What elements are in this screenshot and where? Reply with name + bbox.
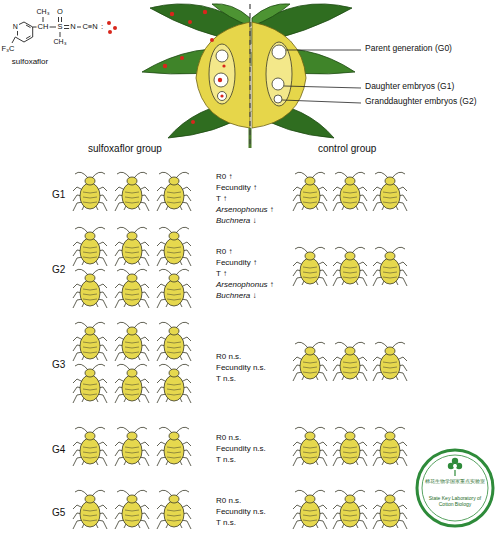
generation-label: G4	[52, 444, 65, 456]
aphid-icon	[333, 427, 367, 466]
result-text: Fecundity ↑	[216, 183, 257, 192]
result-text: R0 n.s.	[216, 496, 241, 505]
aphid-icon	[373, 490, 407, 529]
result-text: T n.s.	[216, 455, 236, 464]
chemical-label: CH₃	[36, 8, 51, 16]
aphid-icon	[293, 247, 327, 286]
chemical-label: O	[56, 8, 64, 17]
chemical-label: N	[12, 23, 19, 31]
result-text: T ↑	[216, 269, 227, 278]
aphid-icon	[73, 322, 107, 361]
generation-label: G3	[52, 359, 65, 371]
aphid-icon	[115, 427, 149, 466]
aphid-icon	[157, 490, 191, 529]
result-text: Buchnera ↓	[216, 291, 256, 300]
result-text: R0 ↑	[216, 247, 232, 256]
aphid-icon	[73, 172, 107, 211]
chemical-label: :	[100, 22, 104, 31]
result-text: Fecundity n.s.	[216, 363, 266, 372]
aphid-icon	[333, 172, 367, 211]
result-text: R0 ↑	[216, 172, 232, 181]
logo-text: 棉花生物学国家重点实验室	[419, 478, 491, 484]
plant-right	[252, 4, 355, 138]
aphid-icon	[115, 269, 149, 308]
group-heading: control group	[318, 143, 376, 155]
chemical-label: N	[69, 23, 76, 32]
result-text: Fecundity n.s.	[216, 507, 266, 516]
aphid-icon	[115, 227, 149, 266]
pesticide-dots	[163, 10, 214, 124]
chemical-structure	[12, 17, 81, 43]
aphid-icon	[333, 490, 367, 529]
lab-logo	[417, 450, 493, 526]
aphid-icon	[157, 227, 191, 266]
group-heading: sulfoxaflor group	[88, 143, 162, 155]
chemical-label: S	[56, 23, 63, 32]
result-text: R0 n.s.	[216, 352, 241, 361]
aphid-icon	[293, 427, 327, 466]
result-text: T ↑	[216, 194, 227, 203]
aphid-icon	[373, 247, 407, 286]
result-text: Buchnera ↓	[216, 216, 256, 225]
logo-text: State Key Laboratory of Cotton Biology	[427, 496, 483, 508]
callout-label: Parent generation (G0)	[365, 44, 452, 54]
aphid-icon	[373, 427, 407, 466]
generation-label: G2	[52, 264, 65, 276]
red-dots	[107, 21, 117, 34]
result-text: Arsenophonus ↑	[216, 280, 274, 289]
aphid-icon	[115, 490, 149, 529]
compound-name: sulfoxaflor	[11, 57, 49, 66]
control-aphid	[266, 42, 292, 106]
aphid-icon	[293, 490, 327, 529]
aphid-icons	[73, 172, 407, 529]
aphid-icon	[157, 427, 191, 466]
callout-label: Granddaughter embryos (G2)	[365, 97, 477, 107]
aphid-icon	[115, 172, 149, 211]
aphid-icon	[73, 269, 107, 308]
aphid-icon	[373, 172, 407, 211]
result-text: T n.s.	[216, 374, 236, 383]
aphid-icon	[293, 172, 327, 211]
result-text: R0 n.s.	[216, 433, 241, 442]
aphid-icon	[73, 364, 107, 403]
generation-label: G1	[52, 189, 65, 201]
aphid-icon	[293, 342, 327, 381]
aphid-icon	[157, 172, 191, 211]
result-text: T n.s.	[216, 518, 236, 527]
aphid-icon	[73, 427, 107, 466]
chemical-label: CH	[37, 23, 50, 32]
leader-lines	[282, 50, 361, 103]
aphid-icon	[333, 247, 367, 286]
aphid-icon	[373, 342, 407, 381]
aphid-icon	[73, 227, 107, 266]
aphid-icon	[115, 322, 149, 361]
chemical-label: C≡N	[81, 23, 98, 32]
generation-label: G5	[52, 507, 65, 519]
aphid-icon	[157, 364, 191, 403]
chemical-label: CH₃	[53, 38, 68, 46]
aphid-icon	[157, 322, 191, 361]
aphid-icon	[333, 342, 367, 381]
aphid-icon	[157, 269, 191, 308]
result-text: Fecundity ↑	[216, 258, 257, 267]
result-text: Fecundity n.s.	[216, 444, 266, 453]
callout-label: Daughter embryos (G1)	[365, 82, 454, 92]
chemical-label: F₃C	[0, 45, 15, 54]
treated-aphid	[209, 44, 235, 104]
aphid-icon	[73, 490, 107, 529]
plant-left	[142, 4, 250, 148]
divider-line	[249, 4, 250, 148]
aphid-icon	[115, 364, 149, 403]
result-text: Arsenophonus ↑	[216, 205, 274, 214]
